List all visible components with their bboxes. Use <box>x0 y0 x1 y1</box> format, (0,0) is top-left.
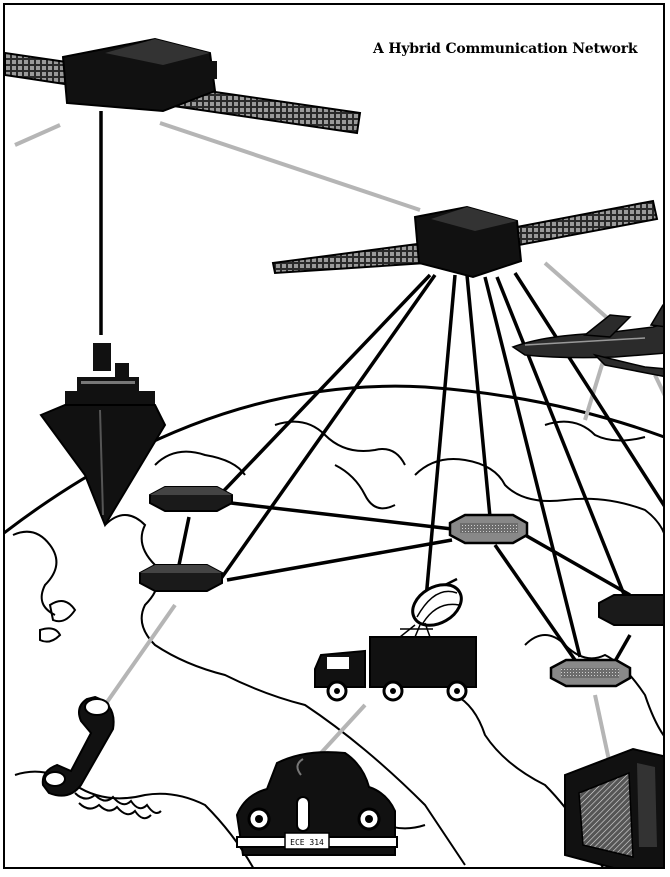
network-node-4 <box>599 595 665 625</box>
truck-satellite-dish-icon <box>315 576 476 700</box>
satellite-right-icon <box>273 201 657 277</box>
network-node-2 <box>140 565 222 591</box>
network-node-1 <box>150 487 232 511</box>
car-icon <box>237 752 397 855</box>
network-node-5 <box>551 660 630 686</box>
airplane-icon <box>513 303 665 377</box>
telephone-icon <box>43 697 161 818</box>
satellite-left-icon <box>5 39 360 133</box>
ship-icon <box>41 343 165 525</box>
diagram-title: A Hybrid Communication Network <box>373 41 637 57</box>
diagram-frame: A Hybrid Communication Network ECE 314 <box>3 3 665 869</box>
television-icon <box>565 749 665 869</box>
network-illustration <box>5 5 665 869</box>
network-node-3 <box>450 515 527 543</box>
